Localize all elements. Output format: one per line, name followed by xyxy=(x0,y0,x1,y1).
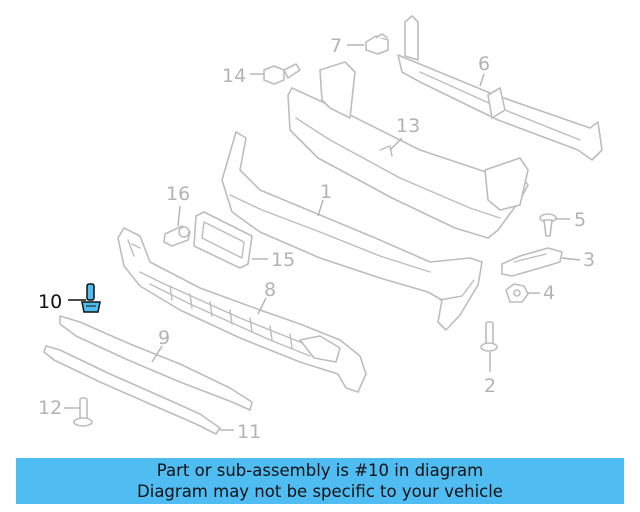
part-6-bracket xyxy=(397,15,603,161)
part-12-stud xyxy=(73,397,93,427)
callout-14[interactable]: 14 xyxy=(222,65,246,87)
callout-8[interactable]: 8 xyxy=(264,279,276,301)
callout-3[interactable]: 3 xyxy=(583,249,595,271)
callout-7[interactable]: 7 xyxy=(330,35,342,57)
callout-labels: 1 2 3 4 5 6 7 8 9 10 11 12 13 14 15 16 xyxy=(38,35,595,443)
callout-12[interactable]: 12 xyxy=(38,397,62,419)
parts-diagram: 1 2 3 4 5 6 7 8 9 10 11 12 13 14 15 16 xyxy=(38,15,603,443)
part-1-bumper-cover xyxy=(221,131,483,331)
info-banner: Part or sub-assembly is #10 in diagram D… xyxy=(16,458,624,504)
part-10-highlighted-rivet xyxy=(81,283,101,313)
callout-10[interactable]: 10 xyxy=(38,291,62,313)
part-13-beam xyxy=(287,61,529,239)
part-4-nut xyxy=(505,283,529,303)
callout-15[interactable]: 15 xyxy=(271,249,295,271)
callout-1[interactable]: 1 xyxy=(320,181,332,203)
part-7-bolt xyxy=(365,33,389,55)
callout-4[interactable]: 4 xyxy=(543,282,555,304)
part-3-bracket xyxy=(501,247,563,277)
callout-16[interactable]: 16 xyxy=(166,183,190,205)
part-9-strip xyxy=(59,315,253,411)
part-16-pin xyxy=(163,225,191,247)
part-5-clip xyxy=(539,213,557,237)
callout-9[interactable]: 9 xyxy=(158,327,170,349)
callout-6[interactable]: 6 xyxy=(478,53,490,75)
part-11-lower-strip xyxy=(43,345,221,435)
callout-5[interactable]: 5 xyxy=(574,209,586,231)
part-14-bolt xyxy=(263,63,301,85)
banner-line-2: Diagram may not be specific to your vehi… xyxy=(137,482,503,501)
part-15-plate xyxy=(193,211,253,269)
part-2-stud xyxy=(480,321,498,352)
callout-11[interactable]: 11 xyxy=(237,421,261,443)
part-8-lower-grille xyxy=(117,227,367,393)
callout-13[interactable]: 13 xyxy=(396,115,420,137)
callout-2[interactable]: 2 xyxy=(484,375,496,397)
banner-line-1: Part or sub-assembly is #10 in diagram xyxy=(156,461,484,480)
leader-lines xyxy=(64,44,581,431)
